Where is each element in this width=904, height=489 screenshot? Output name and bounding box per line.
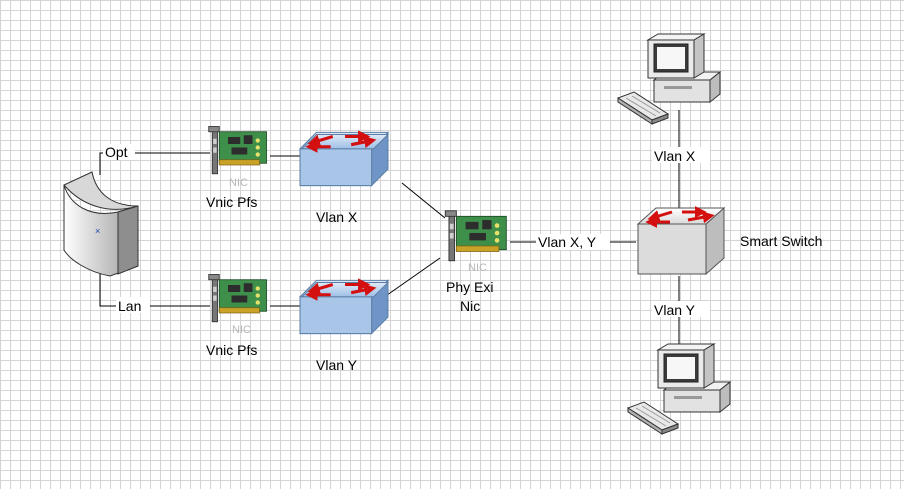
svg-text:×: × xyxy=(95,226,100,236)
nic-card-icon xyxy=(444,210,507,262)
phy-nic-label-line1: Phy Exi xyxy=(446,279,493,295)
smart-switch-icon xyxy=(638,208,724,274)
firewall-icon: × xyxy=(63,171,139,277)
nic-top-caption: NIC xyxy=(229,177,248,189)
nic-top-label: Vnic Pfs xyxy=(206,194,257,210)
switch-vlan-y-label: Vlan Y xyxy=(316,357,358,373)
nic-card-icon xyxy=(208,274,267,323)
wire-vlan-x-to-phy-nic xyxy=(401,182,446,219)
pc-bottom-link-label: Vlan Y xyxy=(654,302,696,318)
nic-bottom-label: Vnic Pfs xyxy=(206,342,257,358)
lan-label: Lan xyxy=(118,298,141,314)
wire-vlan-y-to-phy-nic xyxy=(379,257,441,301)
pc-top-link-label: Vlan X xyxy=(654,148,696,164)
opt-label: Opt xyxy=(105,144,128,160)
wire-firewall-lan xyxy=(99,272,210,307)
workstation-icon xyxy=(617,33,721,125)
switch-icon xyxy=(300,280,388,333)
switch-vlan-x-label: Vlan X xyxy=(316,209,358,225)
wire-firewall-opt xyxy=(99,152,210,175)
switch-icon xyxy=(300,132,388,185)
phy-nic-caption: NIC xyxy=(468,262,487,274)
nic-card-icon xyxy=(208,126,267,175)
workstation-icon xyxy=(627,343,731,435)
wires xyxy=(99,110,680,345)
nic-bottom-caption: NIC xyxy=(232,324,251,336)
trunk-label: Vlan X, Y xyxy=(538,234,597,250)
smart-switch-label: Smart Switch xyxy=(740,233,822,249)
phy-nic-label-line2: Nic xyxy=(460,298,480,314)
